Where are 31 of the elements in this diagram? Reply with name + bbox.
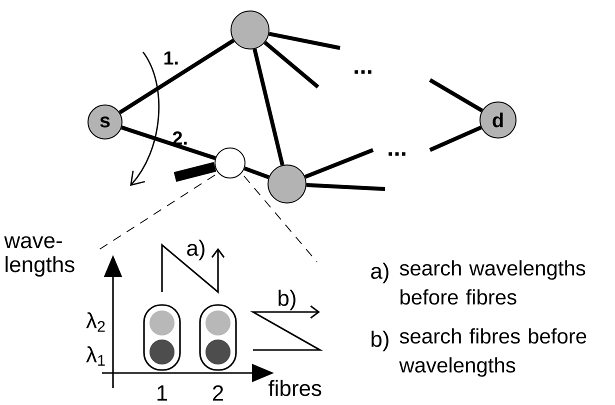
- edge-line: [268, 32, 340, 50]
- edge-line: [121, 126, 216, 160]
- edge-line: [429, 126, 482, 152]
- edge-line: [428, 78, 484, 112]
- edge-line: [118, 38, 235, 114]
- callout-number: 1.: [164, 51, 178, 65]
- axis-label: wave-lengths: [4, 236, 74, 277]
- list-marker: a): [371, 262, 388, 284]
- edge-line: [174, 162, 216, 182]
- edge-line: [244, 166, 270, 180]
- ellipsis: ...: [354, 70, 372, 74]
- graph-node: [268, 164, 306, 204]
- edge-line: [252, 48, 284, 166]
- axis-label: fibres: [268, 380, 322, 396]
- list-marker: b): [372, 330, 388, 352]
- legend-text: search wavelengths before fibres: [400, 260, 586, 305]
- graph-node: s: [88, 104, 122, 140]
- graph-node: [214, 148, 246, 178]
- graph-node: [230, 10, 270, 50]
- edge-line: [264, 41, 320, 89]
- edge-line: [304, 148, 374, 179]
- path-label: a): [187, 240, 204, 260]
- axis-tick-label: 2: [213, 385, 224, 401]
- axis-tick-label: λ$_{1}$: [86, 346, 105, 366]
- graph-node: d: [480, 102, 516, 138]
- ellipsis: ...: [388, 152, 406, 156]
- path-label: b): [278, 290, 296, 310]
- legend-text: search fibres before wavelengths: [399, 328, 586, 377]
- axis-tick-label: λ$_{2}$: [86, 312, 105, 332]
- axis-tick-label: 1: [158, 385, 168, 401]
- edge-line: [306, 183, 386, 191]
